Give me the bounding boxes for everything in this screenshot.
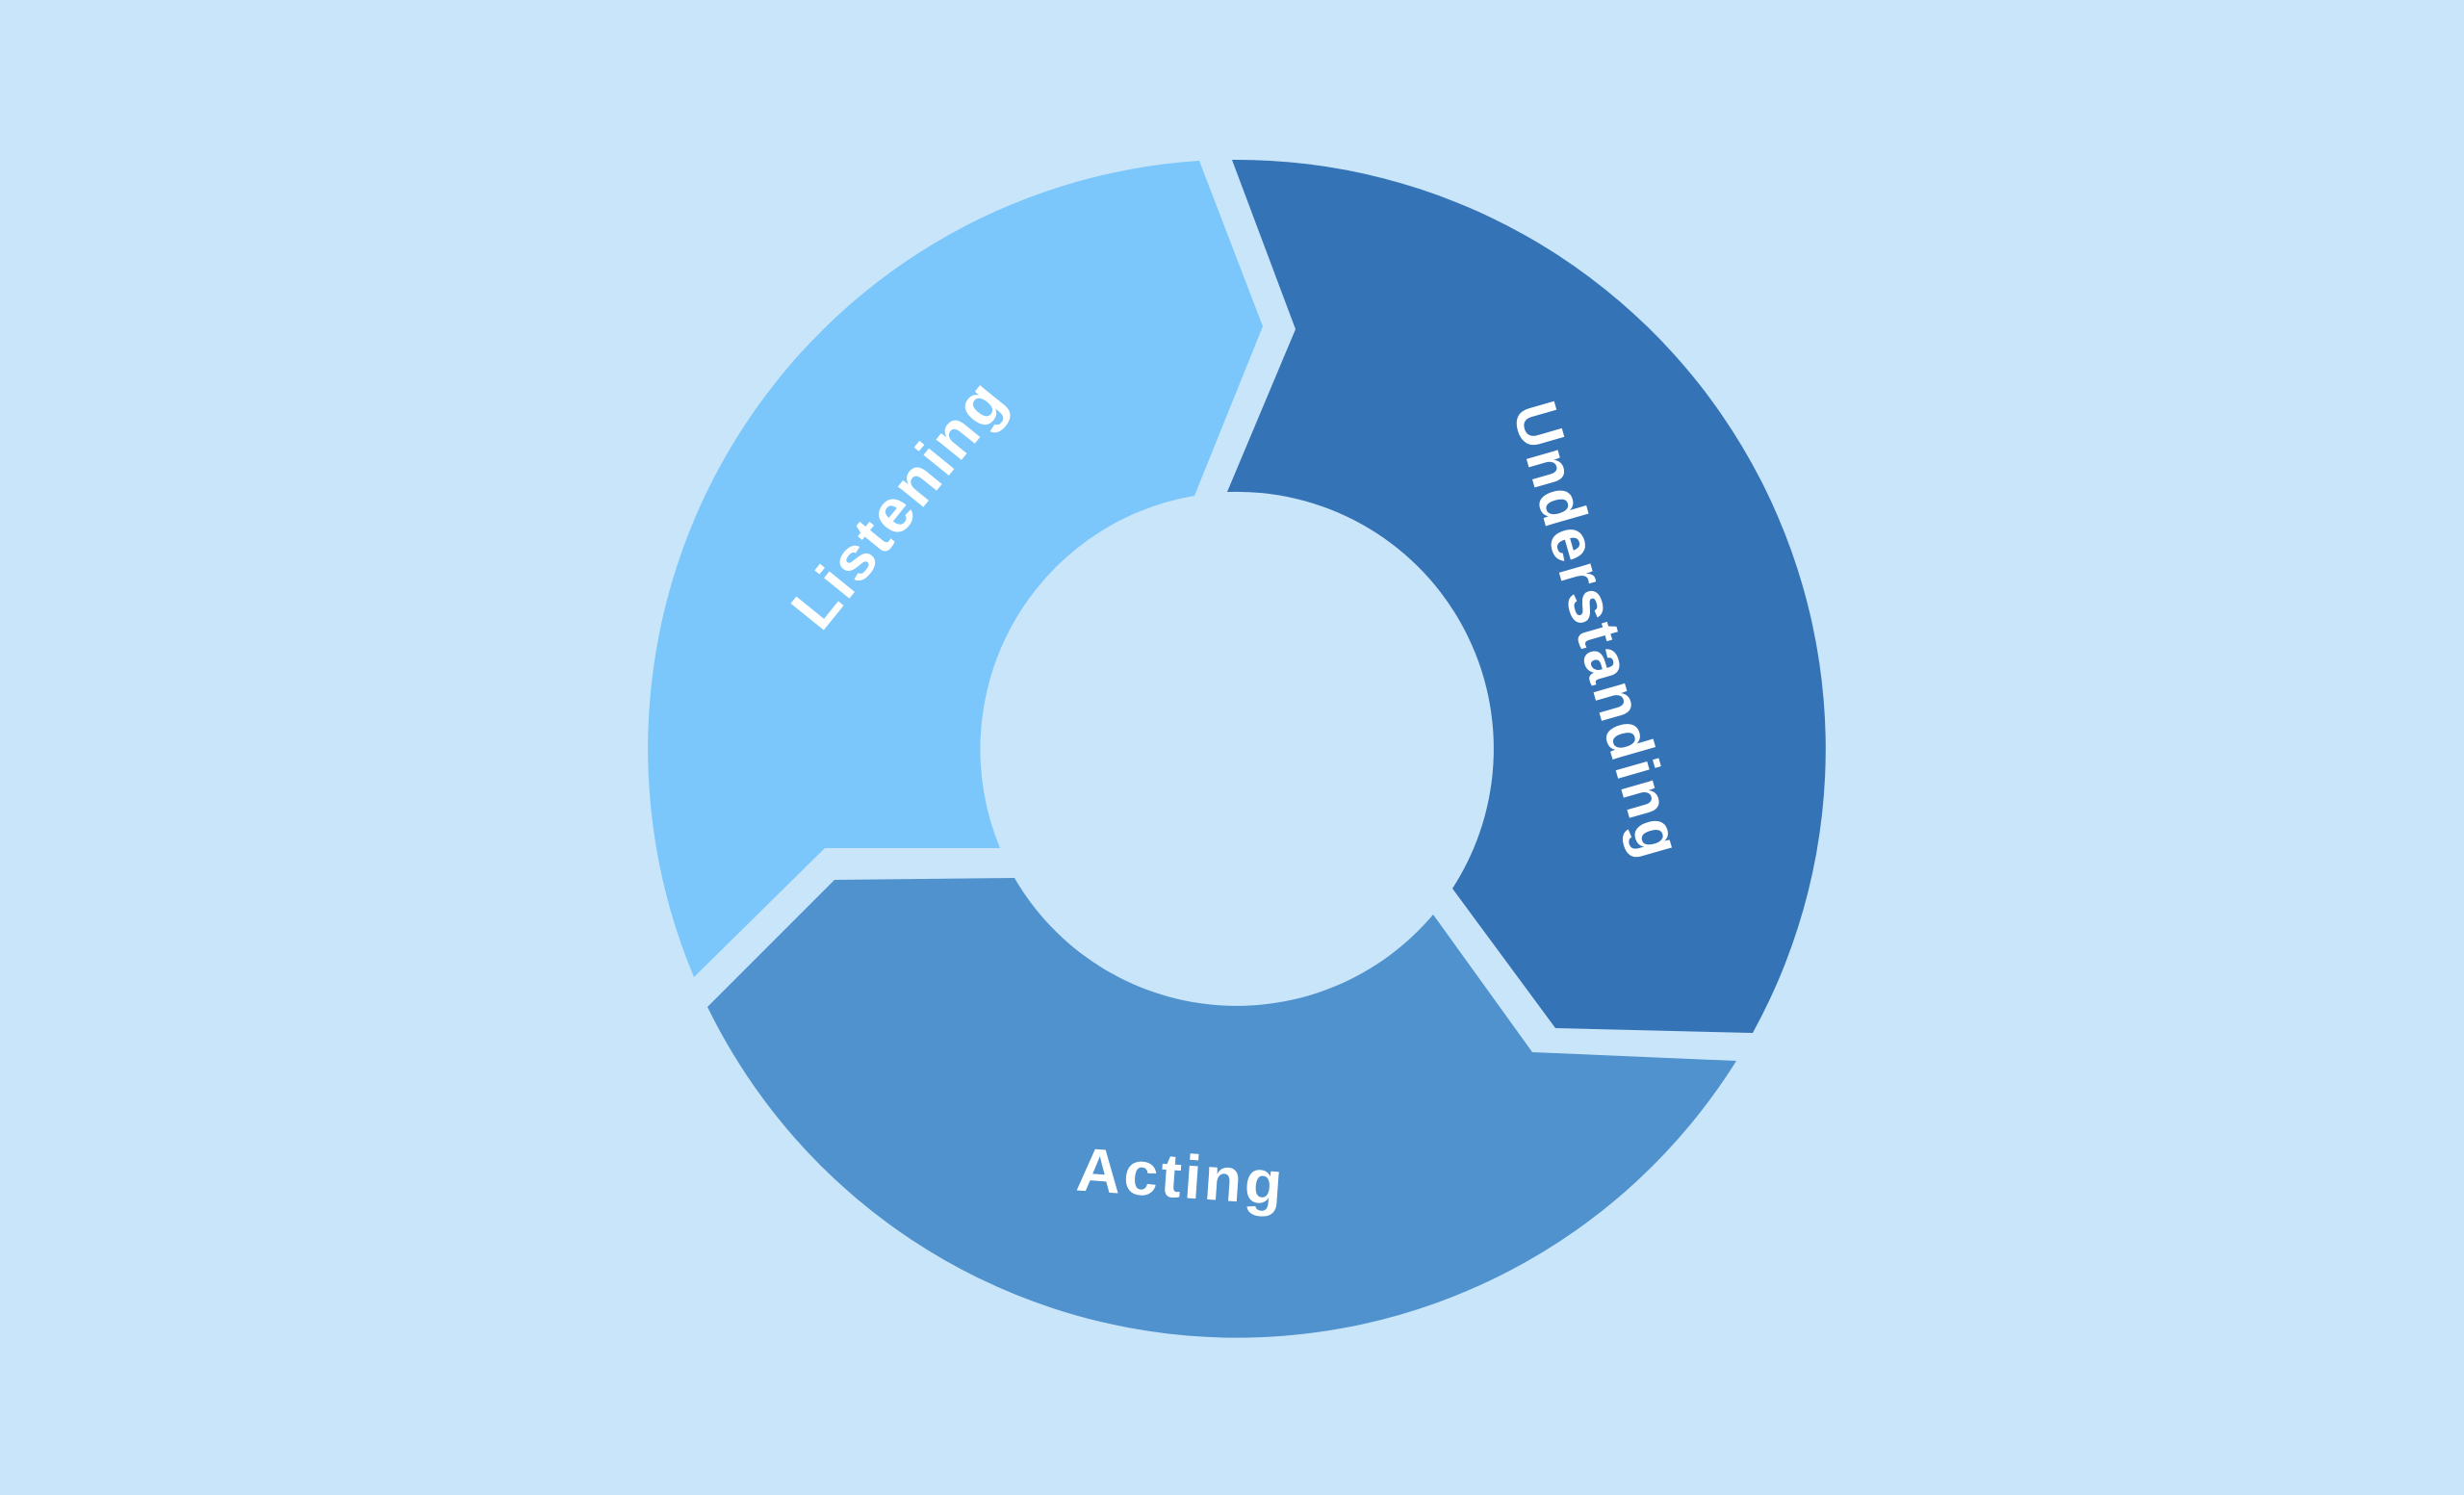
segment-label-acting: Acting	[1074, 1135, 1288, 1219]
segment-understanding-arrow	[1227, 159, 1826, 1034]
segment-listening-arrow	[648, 161, 1263, 977]
segment-acting-arrow	[707, 878, 1736, 1338]
